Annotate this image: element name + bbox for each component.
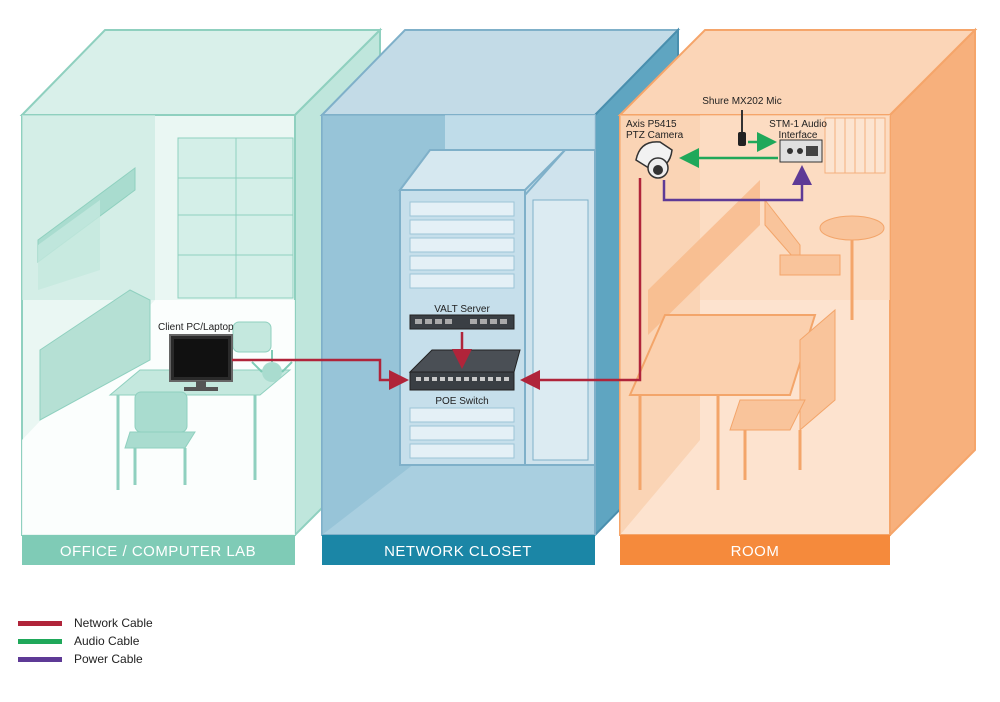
legend-item-power: Power Cable bbox=[18, 650, 153, 668]
legend-swatch-power bbox=[18, 656, 62, 662]
poe-switch-icon bbox=[408, 349, 521, 391]
network-cables bbox=[232, 178, 642, 390]
power-cable-camera-to-interface bbox=[662, 165, 812, 202]
room-band bbox=[620, 535, 890, 565]
microphone-icon bbox=[738, 110, 746, 146]
network-cable-pc-to-switch bbox=[232, 358, 409, 390]
power-cables bbox=[662, 165, 812, 202]
legend-item-network: Network Cable bbox=[18, 614, 153, 632]
legend-item-audio: Audio Cable bbox=[18, 632, 153, 650]
audio-interface-label-line1: STM-1 Audio bbox=[769, 119, 827, 130]
room-label: ROOM bbox=[731, 543, 780, 560]
valt-server-label: VALT Server bbox=[434, 304, 490, 315]
legend-label-network: Network Cable bbox=[74, 616, 153, 630]
client-pc-icon bbox=[169, 334, 233, 391]
legend-swatch-audio bbox=[18, 638, 62, 644]
cable-legend: Network Cable Audio Cable Power Cable bbox=[18, 614, 153, 668]
client-pc-label: Client PC/Laptop bbox=[158, 322, 234, 333]
office-room: Client PC/Laptop OFFICE / COMPUTER LAB bbox=[19, 27, 383, 565]
classroom-room: Axis P5415 PTZ Camera Shure MX202 Mic ST… bbox=[617, 27, 978, 565]
legend-label-power: Power Cable bbox=[74, 652, 143, 666]
legend-label-audio: Audio Cable bbox=[74, 634, 140, 648]
closet-room: VALT Server POE Switch NETWORK CLOSET bbox=[319, 27, 681, 565]
closet-label: NETWORK CLOSET bbox=[384, 543, 532, 560]
office-band bbox=[22, 535, 295, 565]
audio-interface-icon bbox=[779, 139, 823, 163]
ptz-camera-icon bbox=[635, 141, 673, 179]
camera-label-line1: Axis P5415 bbox=[626, 119, 677, 130]
mic-label: Shure MX202 Mic bbox=[702, 96, 781, 107]
valt-server-icon bbox=[409, 314, 515, 330]
network-cable-camera-to-switch bbox=[520, 178, 642, 390]
camera-label-line2: PTZ Camera bbox=[626, 130, 684, 141]
closet-band bbox=[322, 535, 595, 565]
legend-swatch-network bbox=[18, 620, 62, 626]
poe-switch-label: POE Switch bbox=[435, 396, 488, 407]
office-label: OFFICE / COMPUTER LAB bbox=[60, 543, 256, 560]
audio-interface-label-line2: Interface bbox=[779, 130, 818, 141]
audio-cables bbox=[679, 132, 778, 168]
